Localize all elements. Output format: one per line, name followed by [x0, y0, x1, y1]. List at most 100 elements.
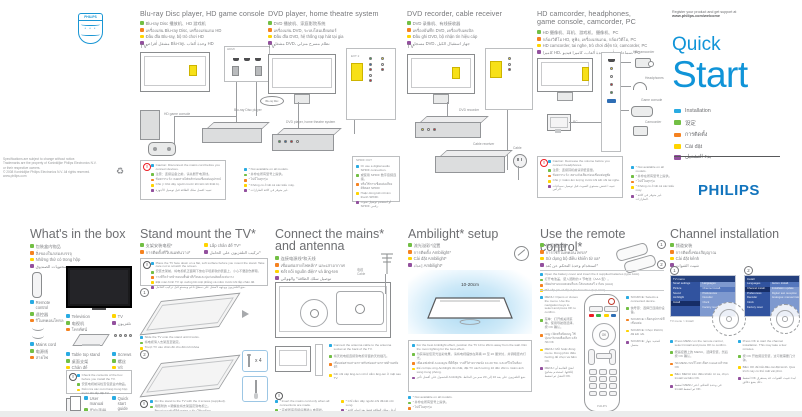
label-text: توصيل سلك الطاقة* والهوائي: [280, 275, 332, 281]
lang-item: استخدام وحدة التحكم عن بُعد*: [540, 263, 610, 268]
label-text: เชื่อมต่อสายไฟหลัก* และเสาอากาศ: [280, 262, 345, 268]
green-key-icon: [596, 314, 602, 318]
menu-item: Installation update: [771, 286, 794, 290]
device-jack-yellow: [421, 128, 424, 131]
legend-list: * Not available on all models.* 并非在所有型号上…: [631, 165, 675, 203]
lang-bullet-icon: [670, 340, 673, 344]
hdmi-panel-detail: HDMI: [224, 46, 270, 82]
hdmi-port-icon: [233, 57, 239, 61]
lang-bullet-icon: [30, 244, 34, 248]
panel-remote: Use the remote control* 使用遥控器*การใช้รีโม…: [540, 228, 666, 416]
tv-rear-diagram: [140, 52, 210, 92]
lang-bullet-icon: [84, 407, 88, 412]
number-key: [598, 376, 608, 382]
warning-line: วางทีวีคว่ำหน้าลงบนพื้นผิวที่เรียบและนุ่…: [151, 275, 266, 280]
label-text: 电源线: [35, 348, 49, 354]
tv-rear-diagram: [407, 54, 475, 94]
label-text: HD camcorder, tai nghe, trò chơi điện tử…: [542, 43, 648, 49]
lang-item: تثبيت القنوات: [670, 263, 760, 268]
caution-line: 注意：连接设备之前，请先断开电源线。: [151, 172, 224, 177]
spdif-legend-box: SPDIF OUT Or use a digital audio SPDIF c…: [352, 156, 400, 208]
label-text: เปิดฝาครอบแบตเตอรี่และใส่แบตเตอรี่ 2 ก้อ…: [544, 282, 614, 287]
menu-item: Languages: [747, 282, 761, 285]
cable-label: 电缆: [357, 268, 364, 272]
av-cable: [298, 102, 300, 134]
lang-bullet-icon: [275, 276, 279, 280]
lang-bullet-icon: [244, 168, 247, 172]
note-line: 打开电池盖，装入随附的 2 节电池（AAA 型）。: [540, 277, 662, 282]
lang-item: เชื่อมต่อสายไฟหลัก* และเสาอากาศ: [275, 263, 361, 268]
battery-step-1: 1: [657, 240, 666, 249]
lang-bullet-icon: [275, 256, 279, 260]
language-list: 连接电源线*和天线เชื่อมต่อสายไฟหลัก* และเสาอากาศ…: [275, 256, 361, 282]
lang-bullet-icon: [151, 188, 154, 192]
warning-icon: !: [143, 163, 151, 171]
cover-lang-item: بدء التشغيل: [674, 154, 711, 160]
label-text: 流光溢彩*设置: [413, 243, 441, 248]
imprint-line: or their respective owners.: [3, 165, 41, 170]
lang-bullet-icon: [244, 173, 247, 177]
legend-line: * Not available on all models.: [408, 395, 488, 400]
menu-item: Sound: [673, 291, 681, 295]
label-text: DVD 播放机、家庭影院系统: [273, 21, 326, 26]
lang-bullet-icon: [407, 41, 411, 45]
callout: SOURCE: Selects a connected device.: [626, 295, 666, 304]
lang-bullet-icon: [540, 333, 543, 337]
lang-bullet-icon: [30, 257, 34, 262]
panel-title-line1: Connect the mains*: [275, 227, 385, 241]
legend-line: * 并非在所有型号上提供。: [631, 174, 675, 179]
spdif-label: SPDIF OUT: [356, 158, 373, 162]
label-text: * ไม่มีในทุกรุ่น: [248, 177, 268, 182]
lang-bullet-icon: [204, 243, 208, 247]
camcorder-icon: [633, 126, 648, 136]
av-cable: [447, 102, 449, 116]
screwdriver-handle-icon: [253, 393, 259, 399]
plug-pin-icon: [520, 157, 523, 161]
lang-bullet-icon: [674, 144, 681, 150]
tv-label: TV: [140, 44, 148, 50]
tv-rear-inner: [411, 58, 471, 88]
hdmi-label: HDMI: [227, 47, 235, 51]
antenna-notes: Connect the antenna cable to the antenna…: [329, 343, 401, 385]
lang-bullet-icon: [408, 256, 412, 261]
panel-cover: Register your product and get support at…: [672, 10, 796, 210]
instruction: اضغط MENU في وحدة التحكم، اختر Install ث…: [670, 384, 730, 392]
instruction: Press OK to start the channel installati…: [738, 339, 798, 351]
paragraph-line: 为获得最佳流光溢彩效果，请将电视摆放在离墙 10 至 20 厘米处，并调暗室内灯…: [412, 352, 529, 361]
tv-rear-large-diagram: [275, 282, 391, 338]
label-text: Table top stand: [71, 352, 100, 357]
lang-item: 支架安装电视*: [140, 243, 202, 248]
game-controller-icon: [148, 142, 176, 156]
game-console-label: Game console: [641, 98, 663, 102]
lang-bullet-icon: [407, 27, 411, 32]
tv-stand-icon: [294, 94, 310, 104]
menu-item: Clock: [747, 301, 754, 305]
navigation-dpad: OK: [592, 323, 616, 347]
av-cable: [621, 110, 629, 112]
bluray-player-label: Blu-ray Disc player: [234, 108, 262, 112]
lang-bullet-icon: [537, 36, 541, 41]
label-text: SOURCE: Selects a connected device.: [630, 295, 659, 303]
lang-bullet-icon: [738, 377, 741, 381]
yellow-key-icon: [603, 314, 609, 318]
dial-ring: [776, 310, 794, 328]
connector-panel-detail: EXT 2: [346, 48, 396, 120]
label-text: Open the battery cover and insert the 2 …: [544, 272, 640, 276]
label-text: تلفزيون: [117, 320, 131, 326]
lang-bullet-icon: [268, 34, 272, 39]
legend-line: * ไม่มีในทุกรุ่น: [408, 406, 488, 410]
lang-item: เครื่องบันทึก DVD, เครื่องรับเคเบิล: [407, 28, 531, 33]
label-text: Kiểm tra các món hàng trong hộp trước kh…: [81, 387, 128, 395]
hd-camcorder-icon: [635, 58, 654, 68]
number-pad: [589, 369, 617, 397]
label-text: 或使用 SPDIF 数字音频连接。: [360, 172, 397, 181]
panel-title: DVD player, home theatre system: [268, 9, 379, 18]
lang-bullet-icon: [674, 155, 681, 160]
lang-bullet-icon: [140, 249, 144, 254]
screw-head-icon: [246, 353, 252, 356]
callout: SOURCE: لتحديد جهاز متصل.: [626, 340, 666, 348]
label-text: เครื่องบันทึก DVD, เครื่องรับเคเบิล: [412, 27, 474, 33]
number-key: [608, 369, 617, 375]
lang-item: 连接电源线*和天线: [275, 256, 361, 261]
legend-line: * Không có ở tất cả các kiểu máy.: [631, 185, 675, 193]
